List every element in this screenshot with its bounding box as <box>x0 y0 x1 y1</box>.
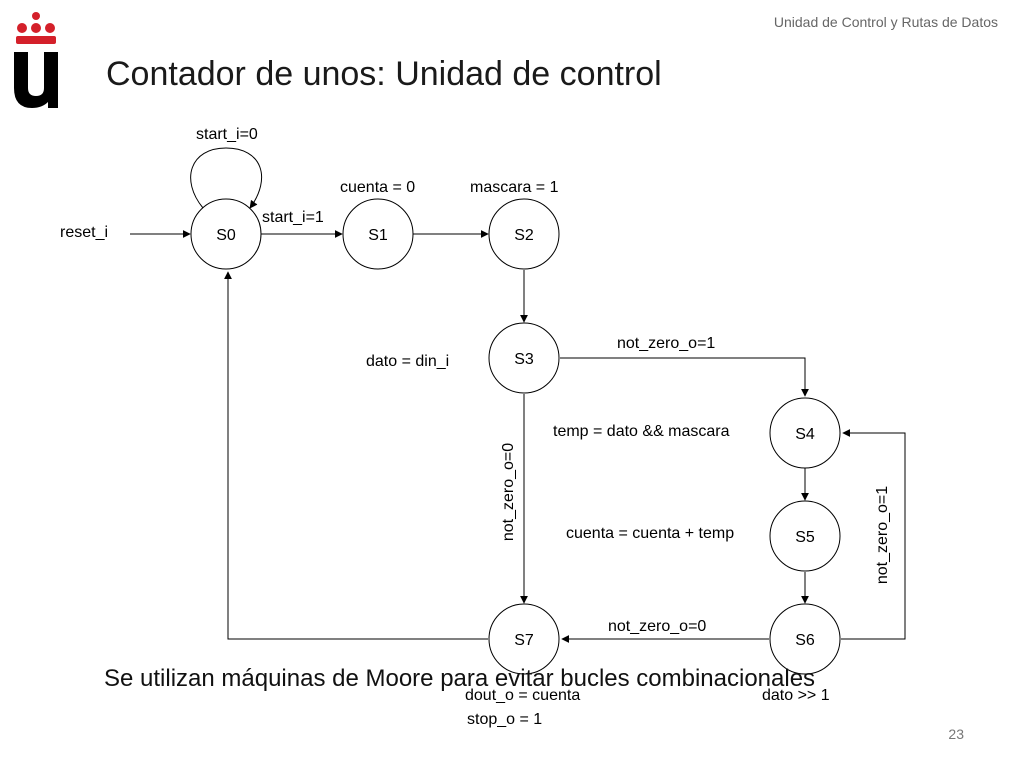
s3-s4-arrow <box>560 357 809 397</box>
s3-output: dato = din_i <box>366 353 449 370</box>
state-s7-label: S7 <box>514 632 534 649</box>
s4-output: temp = dato && mascara <box>553 423 730 440</box>
state-s2 <box>488 198 560 270</box>
state-s1 <box>342 198 414 270</box>
state-s0-label: S0 <box>216 227 236 244</box>
reset-label: reset_i <box>60 224 108 241</box>
state-s4-label: S4 <box>795 426 815 443</box>
s7-output-line2: stop_o = 1 <box>467 711 542 728</box>
page-number: 23 <box>948 726 964 742</box>
s0-s1-label: start_i=1 <box>262 209 324 226</box>
state-s1-label: S1 <box>368 227 388 244</box>
state-s5-label: S5 <box>795 529 815 546</box>
s6-s4-label: not_zero_o=1 <box>874 486 891 584</box>
s2-output: mascara = 1 <box>470 179 559 196</box>
caption: Se utilizan máquinas de Moore para evita… <box>104 665 816 692</box>
state-s3-label: S3 <box>514 351 534 368</box>
state-s6 <box>769 603 841 675</box>
page-title: Contador de unos: Unidad de control <box>106 55 662 93</box>
s0-self-label: start_i=0 <box>196 126 258 143</box>
s6-s7-label: not_zero_o=0 <box>608 618 706 635</box>
s0-self-loop <box>190 147 263 209</box>
state-s3 <box>488 322 560 394</box>
state-s0 <box>190 198 262 270</box>
s6-output: dato >> 1 <box>762 687 830 704</box>
state-s7 <box>488 603 560 675</box>
s3-s4-label: not_zero_o=1 <box>617 335 715 352</box>
state-s6-label: S6 <box>795 632 815 649</box>
state-s5 <box>769 500 841 572</box>
s5-output: cuenta = cuenta + temp <box>566 525 734 542</box>
state-s4 <box>769 397 841 469</box>
university-logo <box>14 12 58 108</box>
state-s2-label: S2 <box>514 227 534 244</box>
section-header: Unidad de Control y Rutas de Datos <box>773 14 998 30</box>
s1-output: cuenta = 0 <box>340 179 415 196</box>
s6-s4-arrow <box>841 429 906 640</box>
s7-s0-arrow <box>224 271 488 640</box>
s7-output-line1: dout_o = cuenta <box>465 687 580 704</box>
s3-s7-label: not_zero_o=0 <box>500 443 517 541</box>
